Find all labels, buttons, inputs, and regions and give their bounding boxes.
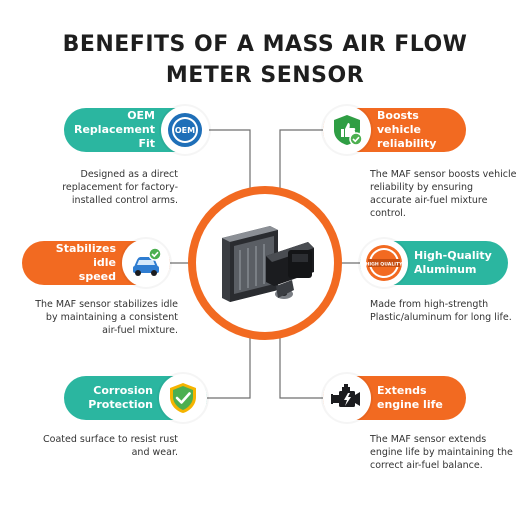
page-title: BENEFITS OF A MASS AIR FLOW — [62, 32, 468, 57]
benefit-description-engine: The MAF sensor extends engine life by ma… — [370, 434, 513, 471]
svg-text:OEM: OEM — [175, 126, 195, 135]
benefit-description-corrosion: Coated surface to resist rust and wear. — [43, 434, 178, 458]
svg-text:HIGH QUALITY: HIGH QUALITY — [366, 261, 404, 267]
engine-icon — [323, 374, 371, 422]
high-quality-seal-icon: HIGH QUALITY — [360, 239, 408, 287]
page-title-line-2: METER SENSOR — [165, 63, 365, 88]
car-check-icon — [122, 239, 170, 287]
benefit-description-idle: The MAF sensor stabilizes idle by mainta… — [35, 299, 178, 336]
connector-oem — [207, 129, 251, 205]
connector-corrosion — [207, 322, 251, 399]
connector-reliability — [279, 129, 323, 205]
benefit-description-reliability: The MAF sensor boosts vehicle reliabilit… — [370, 169, 517, 219]
shield-thumbs-up-icon — [323, 106, 371, 154]
shield-check-icon — [159, 374, 207, 422]
maf-sensor-image — [196, 194, 334, 332]
benefit-description-oem: Designed as a direct replacement for fac… — [62, 169, 178, 206]
oem-badge-icon: OEM — [161, 106, 209, 154]
connector-engine — [279, 322, 323, 399]
benefit-description-aluminum: Made from high-strength Plastic/aluminum… — [370, 299, 512, 323]
